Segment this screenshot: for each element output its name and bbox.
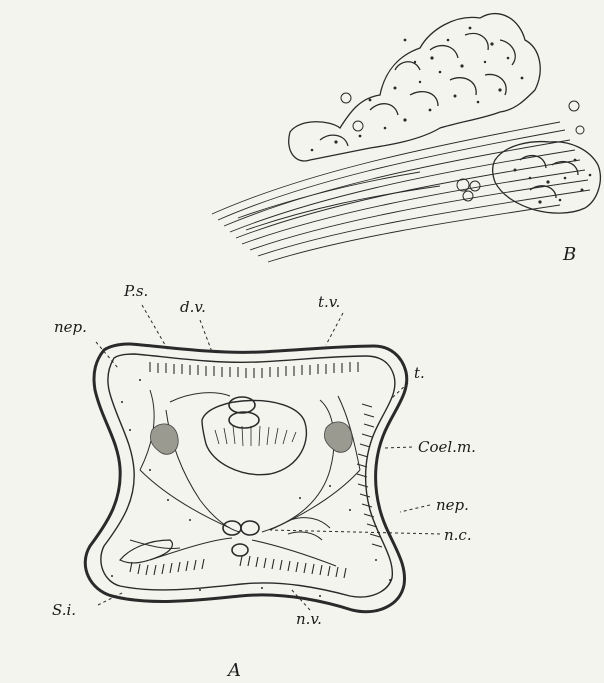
label-nv: n.v. bbox=[296, 610, 322, 628]
label-dv: d.v. bbox=[180, 298, 206, 316]
panel-label-a: A bbox=[226, 660, 241, 681]
panel-b-drawing bbox=[212, 14, 600, 262]
label-ps: P.s. bbox=[123, 282, 148, 300]
label-nep-left: nep. bbox=[54, 318, 87, 336]
label-si: S.i. bbox=[52, 601, 76, 619]
label-coelm: Coel.m. bbox=[418, 438, 476, 456]
panel-label-b: B bbox=[562, 244, 576, 265]
label-nep-right: nep. bbox=[436, 496, 469, 514]
label-tv: t.v. bbox=[318, 293, 340, 311]
label-nc: n.c. bbox=[444, 526, 472, 544]
label-t: t. bbox=[414, 364, 425, 382]
panel-a-drawing bbox=[85, 305, 440, 612]
